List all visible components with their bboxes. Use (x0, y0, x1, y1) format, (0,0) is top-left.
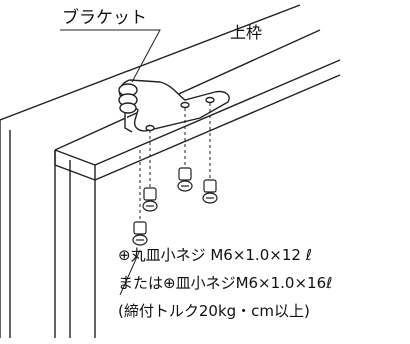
leader-lines (60, 29, 161, 296)
screw-guides (139, 103, 211, 220)
screw-spec-line-2: または⊕皿小ネジM6×1.0×16ℓ (118, 274, 332, 292)
screw-spec-line-3: (締付トルク20kg・cm以上) (118, 302, 310, 320)
screw-spec-line-1: ⊕丸皿小ネジ M6×1.0×12 ℓ (118, 246, 312, 264)
upper-frame-outline (0, 4, 341, 338)
bracket-leader (60, 29, 161, 83)
screw-icon (202, 179, 218, 204)
upper-frame-label: 上枠 (230, 23, 262, 42)
screw-icon (177, 167, 193, 192)
screw-icon (142, 187, 158, 212)
bracket-part (118, 79, 230, 133)
screw-icon (132, 221, 148, 246)
screw-leader (119, 249, 141, 296)
bracket-label: ブラケット (62, 7, 147, 28)
